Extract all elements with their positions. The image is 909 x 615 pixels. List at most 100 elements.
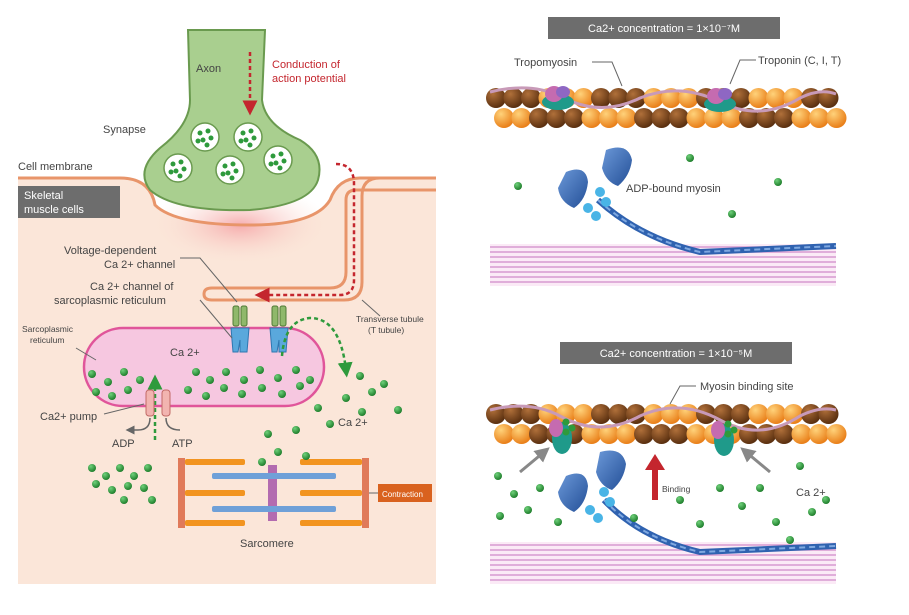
actin-bead	[756, 108, 777, 128]
ttubule-pointer	[361, 299, 381, 317]
troponin-complex-1	[542, 86, 574, 110]
actin-bead	[573, 404, 594, 424]
ttubule-conduction-arrow	[254, 162, 356, 303]
calcium-ion	[302, 452, 310, 460]
tropomyosin-strand-bottom	[489, 404, 837, 432]
right-top-panel: Ca2+ concentration = 1×10⁻⁷M Tropomyosin…	[486, 17, 847, 286]
actin-bead	[731, 404, 751, 424]
sr-channel-label-2: sarcoplasmic reticulum	[54, 295, 166, 307]
calcium-ion	[130, 472, 138, 480]
actin-bead	[748, 88, 769, 108]
actin-bead	[503, 404, 524, 424]
bottom-calcium-ions	[494, 462, 830, 544]
actin-bead	[686, 108, 707, 128]
calcium-ion	[342, 394, 350, 402]
actin-bead	[669, 108, 689, 128]
concentration-box-high	[560, 342, 792, 364]
vd-channel-label-1: Voltage-dependent	[64, 245, 156, 257]
sr-label-2: reticulum	[30, 335, 64, 345]
atp-line	[165, 417, 181, 431]
grey-arrow-right	[740, 447, 771, 474]
calcium-ion	[494, 472, 502, 480]
actin-bead	[616, 424, 637, 444]
actin-bead	[503, 88, 524, 108]
calcium-ion	[88, 370, 96, 378]
actin-bead	[511, 108, 532, 128]
calcium-ion	[536, 484, 544, 492]
actin-bead	[634, 108, 654, 128]
calcium-ion	[88, 464, 96, 472]
actin-bead	[546, 108, 567, 128]
sarcomere	[178, 458, 369, 528]
actin-bead	[774, 108, 794, 128]
actin-bead	[686, 424, 707, 444]
actin-bead	[739, 108, 759, 128]
pump-pointer	[103, 403, 145, 415]
actin-bead	[704, 108, 724, 128]
calcium-ion	[326, 420, 334, 428]
tropomyosin-label: Tropomyosin	[514, 57, 577, 69]
vd-channel-label-2: Ca 2+ channel	[104, 259, 175, 271]
actin-bead	[826, 108, 847, 128]
calcium-ion	[124, 482, 132, 490]
calcium-ion	[124, 386, 132, 394]
calcium-ion	[108, 486, 116, 494]
actin-bead	[511, 424, 532, 444]
calcium-ion	[380, 380, 388, 388]
calcium-ion	[220, 384, 228, 392]
calcium-ion	[306, 376, 314, 384]
calcium-ion	[264, 430, 272, 438]
actin-bead	[791, 424, 812, 444]
troponin-label: Troponin (C, I, T)	[758, 55, 841, 67]
calcium-ion	[808, 508, 816, 516]
actin-bead	[766, 404, 786, 424]
conduction-label-1: Conduction of	[272, 59, 341, 71]
calcium-ion	[630, 514, 638, 522]
actin-bead	[651, 424, 672, 444]
actin-bead	[818, 404, 839, 424]
actin-bead	[494, 424, 514, 444]
sr-pointer	[75, 347, 97, 361]
troponin-pointer	[729, 59, 756, 85]
actin-bead	[783, 404, 804, 424]
concentration-label-low: Ca2+ concentration = 1×10⁻⁷M	[588, 23, 740, 35]
calcium-pump	[145, 389, 171, 417]
cell-membrane	[18, 176, 436, 227]
calcium-ion	[394, 406, 402, 414]
calcium-ion	[510, 490, 518, 498]
calcium-ion	[192, 368, 200, 376]
calcium-ion	[716, 484, 724, 492]
calcium-ion	[238, 390, 246, 398]
calcium-release-arrow	[280, 316, 353, 378]
bound-myosin-bottom	[558, 450, 837, 556]
actin-filament-top	[486, 88, 847, 128]
calcium-ion	[92, 480, 100, 488]
skeletal-muscle-box	[18, 186, 120, 218]
left-panel: Skeletal muscle cells Axon Conduction of…	[18, 29, 436, 584]
troponin-calcium-1	[549, 418, 576, 454]
calcium-ion	[524, 506, 532, 514]
actin-bead	[529, 108, 549, 128]
calcium-ion	[296, 382, 304, 390]
calcium-ion	[108, 392, 116, 400]
calcium-ion	[274, 448, 282, 456]
calcium-ion	[104, 378, 112, 386]
right-bottom-panel: Ca2+ concentration = 1×10⁻⁵M Myosin bind…	[486, 342, 847, 584]
actin-bead	[809, 424, 829, 444]
calcium-ion	[358, 408, 366, 416]
actin-bead	[634, 424, 654, 444]
concentration-box-low	[548, 17, 780, 39]
contraction-label: Contraction	[382, 490, 423, 499]
left-calcium-ions	[88, 366, 402, 504]
actin-bead	[616, 108, 637, 128]
binding-label: Binding	[662, 484, 691, 494]
actin-bead	[651, 108, 672, 128]
binding-arrow	[645, 454, 665, 500]
actin-bead	[809, 108, 829, 128]
calcium-ion	[206, 376, 214, 384]
calcium-ion	[148, 496, 156, 504]
t-tubule	[202, 176, 436, 302]
actin-bead	[581, 108, 602, 128]
top-calcium-ions	[514, 154, 782, 218]
